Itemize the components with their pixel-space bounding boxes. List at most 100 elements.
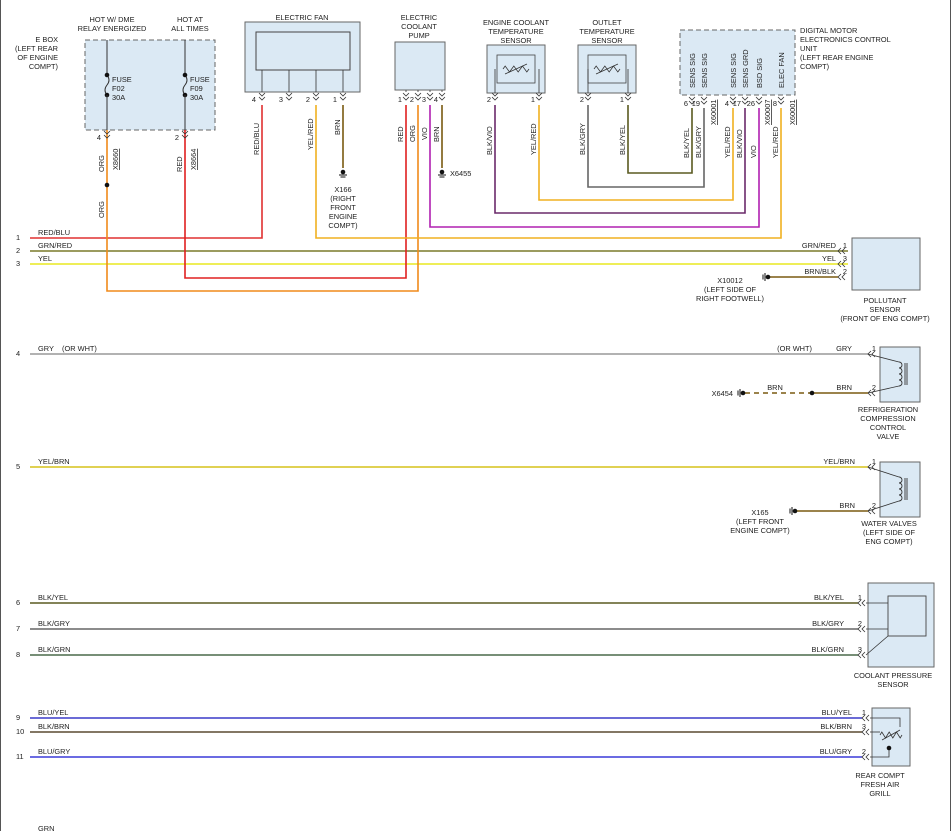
fan-pin xyxy=(285,92,293,97)
pollutant-pin xyxy=(841,273,846,281)
fresh-air-pin xyxy=(865,714,870,722)
wire-label: BLK/YEL xyxy=(814,593,844,602)
ect-element xyxy=(496,54,536,84)
fan-pin xyxy=(312,96,320,101)
ect-pin xyxy=(535,96,543,101)
row-left-label: BLU/GRY xyxy=(38,747,70,756)
pollutant-pin-number: 2 xyxy=(843,267,847,276)
row-number: 1 xyxy=(16,233,20,242)
hot-dme-label: RELAY ENERGIZED xyxy=(78,24,147,33)
fuse-terminal xyxy=(182,72,188,78)
coolant-pump-label: ELECTRIC xyxy=(401,13,438,22)
outlet-sensor-label: SENSOR xyxy=(591,36,622,45)
wire-label: VIO xyxy=(749,145,758,158)
dme-pin-function: SENS SIG xyxy=(700,53,709,88)
fan-pin xyxy=(312,92,320,97)
row-left-label: BLK/YEL xyxy=(38,593,68,602)
wire-label: BRN xyxy=(333,119,342,135)
wire-blk-yel-sens xyxy=(627,105,693,174)
wire-label: GRY xyxy=(836,344,852,353)
wire-label: BLK/GRY xyxy=(578,123,587,155)
pin-number: 1 xyxy=(872,344,876,353)
dme-label: (LEFT REAR ENGINE xyxy=(800,53,873,62)
fresh-air-pin xyxy=(861,728,866,736)
fresh-air-pin xyxy=(861,714,866,722)
row-left-label: BLK/BRN xyxy=(38,722,70,731)
refrigeration-pin xyxy=(867,350,872,358)
fresh-air-pin xyxy=(865,753,870,761)
fresh-air-grill-name: REAR COMPT xyxy=(855,771,905,780)
fuse-terminal xyxy=(104,72,110,78)
electric-fan-box xyxy=(244,21,361,93)
wire-blk-gry-sens xyxy=(587,105,705,188)
wire-label: RED xyxy=(175,156,184,172)
dme-pin-number: 4 xyxy=(725,99,729,108)
outlet-pin xyxy=(584,92,592,97)
coolant-pressure-pin xyxy=(861,651,866,659)
pollutant-pin-number: 1 xyxy=(843,241,847,250)
row-number: 2 xyxy=(16,246,20,255)
pump-pin xyxy=(414,96,422,101)
grill-lead xyxy=(870,717,901,727)
fuse-name: FUSE xyxy=(190,75,210,84)
fuse-name: FUSE xyxy=(112,75,132,84)
fresh-air-pin xyxy=(861,753,866,761)
wire-label: BLK/VIO xyxy=(485,126,494,155)
pump-pin xyxy=(414,92,422,97)
coolant-pump-box xyxy=(394,41,446,91)
row-number: 9 xyxy=(16,713,20,722)
outlet-pin xyxy=(624,92,632,97)
pump-pin xyxy=(438,92,446,97)
water-valves-name: (LEFT SIDE OF xyxy=(863,528,916,537)
ect-pin-number: 1 xyxy=(531,95,535,104)
ect-pin xyxy=(491,92,499,97)
ebox-pin-number: 2 xyxy=(175,133,179,142)
ect-sensor-label: TEMPERATURE xyxy=(488,27,543,36)
row-left-label: GRN/RED xyxy=(38,241,72,250)
fan-pin xyxy=(339,92,347,97)
wire-label: BLU/YEL xyxy=(822,708,852,717)
water-valve-coil xyxy=(898,476,903,502)
dme-pin-number: 6 xyxy=(684,99,688,108)
dme-pin xyxy=(729,96,737,101)
row-number: 8 xyxy=(16,650,20,659)
grill-lead xyxy=(870,748,890,758)
ebox-label: OF ENGINE xyxy=(17,53,58,62)
wire-label: ORG xyxy=(97,201,106,218)
ebox-pin-number: 4 xyxy=(97,133,101,142)
wire-org xyxy=(106,105,419,292)
pollutant-wire-label: YEL xyxy=(822,254,836,263)
pump-pin xyxy=(402,92,410,97)
wire-label: YEL/RED xyxy=(306,118,315,150)
water-valve-pin xyxy=(871,507,876,515)
outlet-pin-number: 1 xyxy=(620,95,624,104)
dme-pin-number: 26 xyxy=(747,99,755,108)
row-number: 7 xyxy=(16,624,20,633)
pollutant-pin xyxy=(837,247,842,255)
wire-label: BRN xyxy=(767,383,783,392)
wire-label: YEL/BRN xyxy=(823,457,855,466)
coolant-pressure-pin xyxy=(861,625,866,633)
pump-pin xyxy=(438,96,446,101)
wire-label: BLK/GRN xyxy=(812,645,844,654)
water-valves-name: ENG COMPT) xyxy=(865,537,912,546)
coolant-pressure-pin xyxy=(857,625,862,633)
row-number: 10 xyxy=(16,727,24,736)
bottom-row-label: GRN xyxy=(38,824,54,832)
pump-ground-label: X6455 xyxy=(450,169,471,178)
pollutant-ground-label: X10012 xyxy=(717,276,742,285)
fuse-rating: 30A xyxy=(112,93,125,102)
coolant-pressure-box xyxy=(867,582,935,668)
refrigeration-ground-symbol xyxy=(740,390,746,396)
splice-dot xyxy=(809,390,815,396)
fan-pin xyxy=(285,96,293,101)
dme-pin xyxy=(755,100,763,105)
pump-ground-symbol xyxy=(439,169,445,175)
pollutant-sensor-box xyxy=(851,237,921,291)
fan-pin-number: 3 xyxy=(279,95,283,104)
ebox-pin xyxy=(103,130,111,135)
coolant-pressure-pin xyxy=(861,599,866,607)
row-left-label: BLK/GRY xyxy=(38,619,70,628)
splice-dot xyxy=(104,182,110,188)
row-number: 3 xyxy=(16,259,20,268)
